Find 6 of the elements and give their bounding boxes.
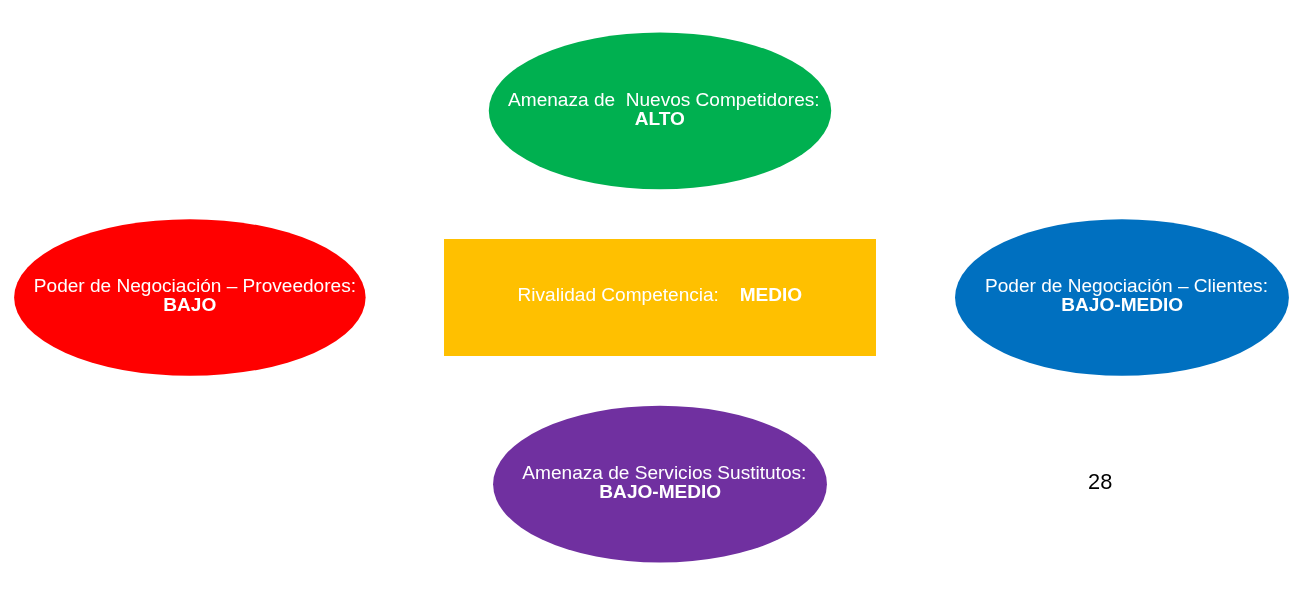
node-ellipse: Poder de Negociación – Proveedores: BAJO [14,219,366,376]
label: 28 [1088,469,1113,495]
node-ellipse: Poder de Negociación – Clientes: BAJO-MEDIO [955,219,1289,376]
node-box: Rivalidad Competencia: MEDIO [444,238,876,357]
node-ellipse: Amenaza de Nuevos Competidores: ALTO [488,32,832,190]
node-ellipse: Amenaza de Servicios Sustitutos: BAJO-MEDIO [493,405,827,563]
